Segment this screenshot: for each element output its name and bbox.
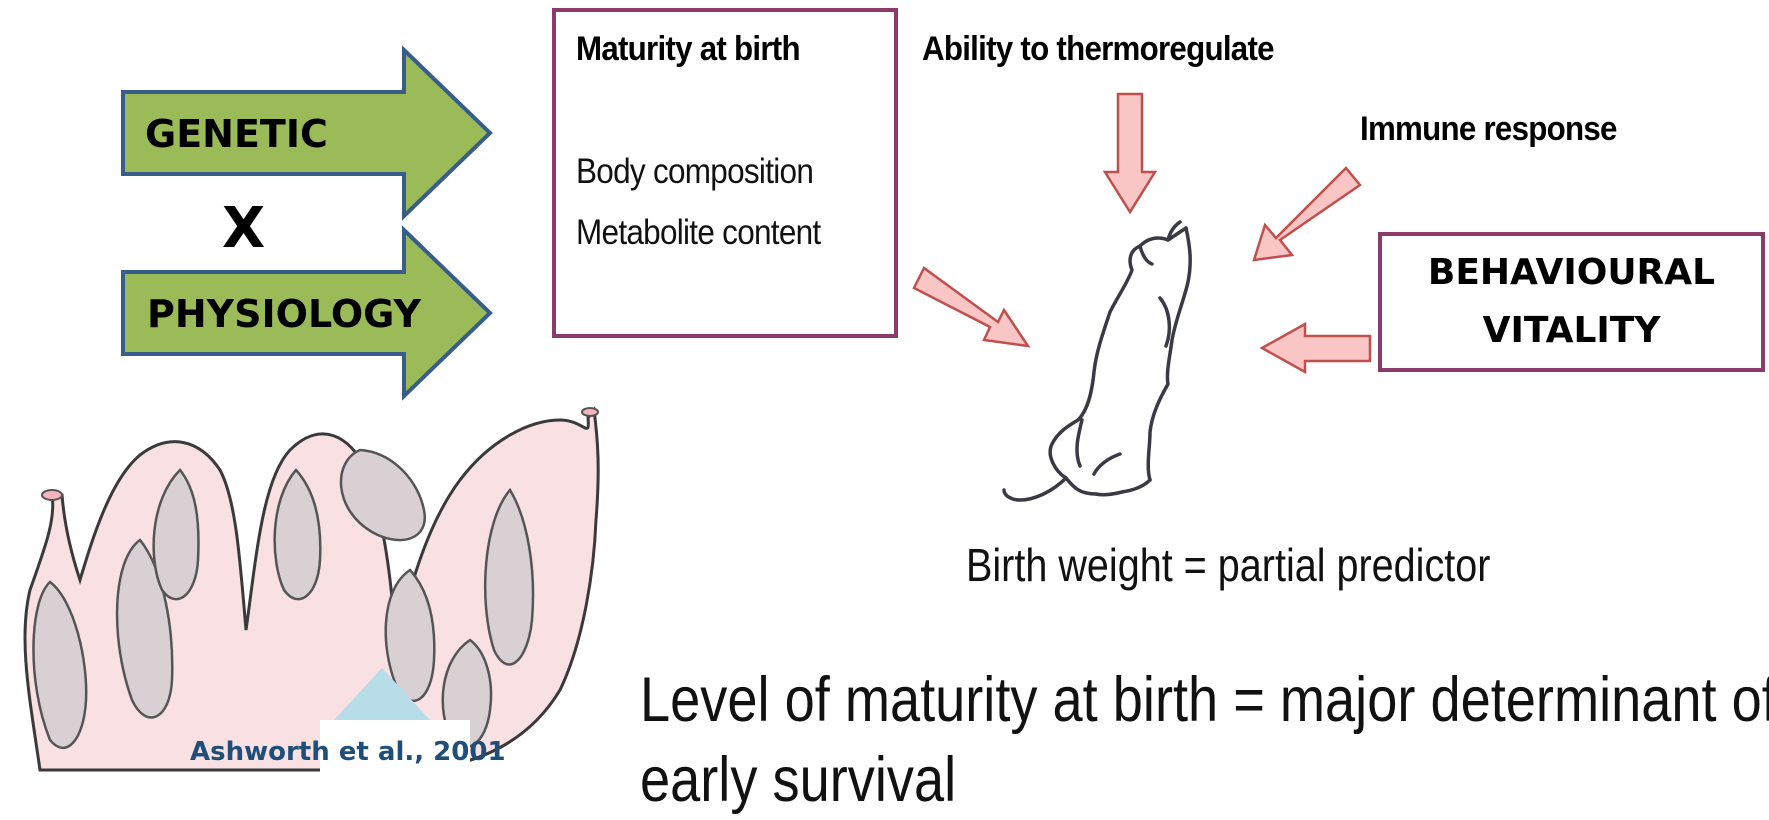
conclusion-line-1: Level of maturity at birth = major deter…: [640, 660, 1769, 740]
behavioural-line: BEHAVIOURAL: [1380, 244, 1763, 302]
maturity-title: Maturity at birth: [576, 30, 800, 69]
immune-response-label: Immune response: [1360, 110, 1617, 149]
thermoregulation-arrow: [1105, 94, 1155, 212]
conclusion-line-2: early survival: [640, 740, 1769, 820]
citation: Ashworth et al., 2001: [190, 737, 506, 767]
thermoregulation-label: Ability to thermoregulate: [922, 30, 1274, 69]
behavioural-arrow: [1262, 324, 1370, 372]
immune-arrow: [1254, 168, 1360, 260]
genetic-label: GENETIC: [145, 112, 328, 156]
maturity-arrow: [914, 268, 1028, 346]
piglet-sketch: [1004, 222, 1190, 500]
maturity-item-metabolite-content: Metabolite content: [576, 213, 820, 253]
physiology-label: PHYSIOLOGY: [147, 292, 421, 336]
behavioural-vitality-text: BEHAVIOURAL VITALITY: [1380, 244, 1763, 360]
vitality-line: VITALITY: [1380, 302, 1763, 360]
cross-operator: X: [222, 196, 265, 261]
birth-weight-note: Birth weight = partial predictor: [966, 538, 1490, 592]
maturity-item-body-composition: Body composition: [576, 152, 813, 192]
uterus-illustration: [25, 408, 598, 780]
conclusion-text: Level of maturity at birth = major deter…: [640, 660, 1769, 820]
